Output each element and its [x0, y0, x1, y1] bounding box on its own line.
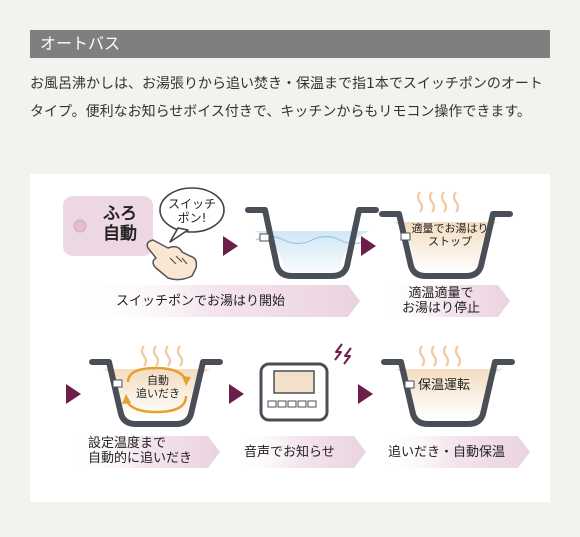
step4-caption: 音声でお知らせ: [244, 445, 335, 460]
tub-stop: [379, 211, 513, 279]
remote-button: [63, 196, 153, 256]
caption-ribbon-2: [382, 285, 510, 317]
tub-reheat-line1: 自動: [147, 374, 169, 387]
step3-caption: 設定温度まで 自動的に追いだき: [88, 436, 192, 466]
speech-bubble-tail: [169, 227, 189, 243]
diagram-graphics: [63, 187, 530, 468]
steam-icon-1: [416, 191, 460, 213]
caption-ribbon-5: [378, 436, 530, 468]
tub-stop-label: 適量でお湯はり ストップ: [406, 222, 494, 248]
sound-wave-icon: [334, 343, 352, 365]
remote-led: [73, 219, 87, 233]
description-text: お風呂沸かしは、お湯張りから追い焚き・保温まで指1本でスイッチポンのオートタイプ…: [30, 76, 543, 120]
step-arrow-1: [223, 236, 238, 256]
tub-reheat: [89, 359, 223, 427]
steam-icon-3: [418, 345, 462, 367]
step2-caption-line2: お湯はり停止: [401, 301, 480, 316]
tub-reheat-line2: 追いだき: [136, 387, 180, 400]
remote-button-label: ふろ 自動: [90, 204, 150, 244]
tub-stop-line2: ストップ: [428, 235, 472, 248]
remote-button-line1: ふろ: [103, 204, 137, 224]
steam-icon-2: [140, 345, 184, 367]
step-arrow-4: [229, 384, 244, 404]
tub-stop-line1: 適量でお湯はり: [411, 222, 489, 235]
section-header: オートバス: [30, 30, 550, 58]
step2-caption-line1: 適温適量で: [408, 286, 474, 301]
step-arrow-3: [66, 384, 81, 404]
speech-bubble-text: スイッチ ポン!: [164, 197, 220, 225]
remote-button-line2: 自動: [103, 224, 137, 244]
section-title: オートバス: [40, 34, 121, 53]
circulation-arrow-icon: [126, 366, 188, 383]
caption-ribbon-1: [70, 285, 360, 317]
step3-caption-line1: 設定温度まで: [88, 436, 167, 451]
step-arrow-5: [358, 384, 373, 404]
step-arrow-2: [361, 236, 376, 256]
pointing-hand-icon: [146, 239, 198, 281]
speech-bubble: [159, 187, 225, 233]
step5-caption: 追いだき・自動保温: [388, 445, 506, 460]
speech-bubble-line2: ポン!: [177, 211, 207, 225]
step3-caption-line2: 自動的に追いだき: [88, 451, 193, 466]
tub-reheat-label: 自動 追いだき: [126, 374, 190, 400]
step1-caption: スイッチポンでお湯はり開始: [116, 294, 286, 309]
tub-keep-warm: [381, 359, 515, 427]
caption-ribbon-4: [234, 436, 366, 468]
tub-keep-warm-label: 保温運転: [418, 378, 471, 393]
speech-bubble-line1: スイッチ: [167, 197, 216, 211]
caption-ribbon-3: [70, 436, 220, 468]
tub-filling: [245, 207, 379, 279]
step2-caption: 適温適量で お湯はり停止: [386, 286, 496, 316]
kitchen-remote-icon: [259, 362, 329, 422]
auto-bath-diagram: ふろ 自動 スイッチ ポン! スイッチポンでお湯はり開始 適量でお湯はり ストッ…: [30, 174, 550, 502]
